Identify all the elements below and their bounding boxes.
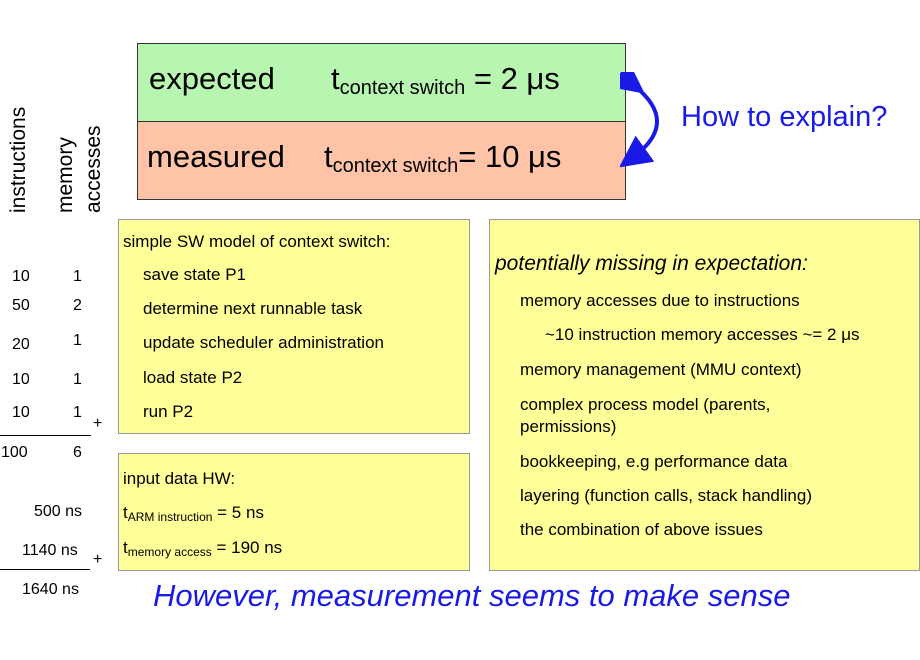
- measured-box: measured tcontext switch= 10 μs: [137, 121, 626, 200]
- missing-item-6: bookkeeping, e.g performance data: [520, 452, 788, 471]
- sw-model-box: simple SW model of context switch: save …: [118, 219, 470, 434]
- time-total: 1640 ns: [22, 581, 79, 598]
- plus-sign-1: +: [93, 415, 103, 432]
- missing-item-5: permissions): [520, 417, 617, 436]
- row-1-memory: 1: [73, 268, 82, 285]
- row-3-memory: 1: [73, 332, 82, 349]
- time-memory: 1140 ns: [22, 542, 78, 559]
- missing-item-4: complex process model (parents,: [520, 395, 771, 414]
- header-instructions: instructions: [7, 106, 30, 213]
- row-5-instructions: 10: [12, 404, 30, 421]
- sw-step-2: determine next runnable task: [143, 299, 363, 318]
- sw-step-1: save state P1: [143, 265, 247, 284]
- expected-box: expected tcontext switch = 2 μs: [137, 43, 626, 122]
- measured-formula: tcontext switch= 10 μs: [324, 139, 562, 177]
- missing-item-1: memory accesses due to instructions: [520, 291, 800, 310]
- row-4-memory: 1: [73, 371, 82, 388]
- measured-label: measured: [147, 139, 285, 174]
- expected-formula: tcontext switch = 2 μs: [331, 61, 560, 99]
- row-5-memory: 1: [73, 404, 82, 421]
- hw-mem-line: tmemory access = 190 ns: [123, 538, 283, 559]
- sum-rule-1: [0, 435, 91, 436]
- question-text: How to explain?: [681, 101, 888, 133]
- row-4-instructions: 10: [12, 371, 30, 388]
- total-memory: 6: [73, 444, 82, 461]
- sw-step-3: update scheduler administration: [143, 333, 384, 352]
- time-instructions: 500 ns: [34, 503, 83, 520]
- missing-title: potentially missing in expectation:: [495, 252, 808, 275]
- sw-model-title: simple SW model of context switch:: [123, 232, 391, 251]
- expected-label: expected: [149, 61, 275, 96]
- missing-box: potentially missing in expectation: memo…: [489, 219, 920, 571]
- conclusion-text: However, measurement seems to make sense: [153, 578, 791, 613]
- header-accesses: accesses: [82, 125, 105, 213]
- header-memory: memory: [54, 137, 77, 213]
- sum-rule-2: [0, 569, 90, 570]
- sw-step-5: run P2: [143, 402, 194, 421]
- double-arrow-icon: [620, 72, 659, 168]
- hw-title: input data HW:: [123, 469, 236, 488]
- missing-item-2: ~10 instruction memory accesses ~= 2 μs: [545, 325, 860, 344]
- hw-arm-line: tARM instruction = 5 ns: [123, 503, 264, 524]
- row-2-instructions: 50: [12, 297, 30, 314]
- row-2-memory: 2: [73, 297, 82, 314]
- missing-item-3: memory management (MMU context): [520, 360, 802, 379]
- row-3-instructions: 20: [12, 336, 30, 353]
- missing-item-8: the combination of above issues: [520, 520, 763, 539]
- plus-sign-2: +: [93, 551, 103, 568]
- sw-step-4: load state P2: [143, 368, 243, 387]
- total-instructions: 100: [1, 444, 28, 461]
- row-1-instructions: 10: [12, 268, 30, 285]
- hw-input-box: input data HW: tARM instruction = 5 ns t…: [118, 453, 470, 571]
- missing-item-7: layering (function calls, stack handling…: [520, 486, 812, 505]
